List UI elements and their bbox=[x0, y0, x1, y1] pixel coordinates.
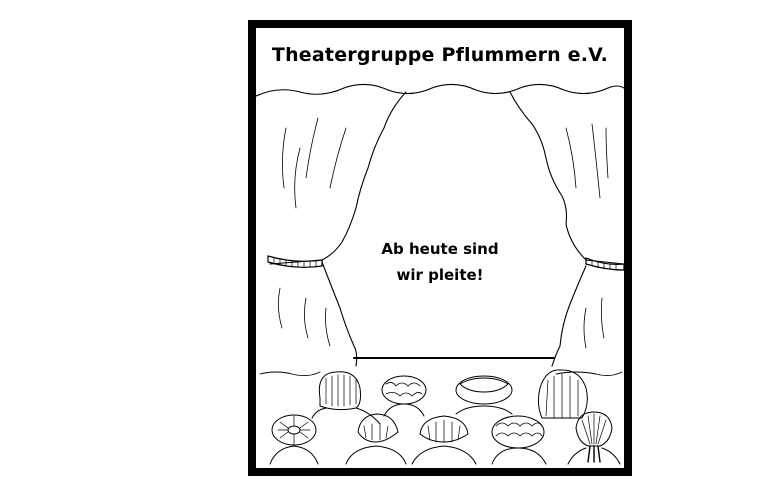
speech-text: Ab heute sind wir pleite! bbox=[356, 236, 524, 288]
speech-line-2: wir pleite! bbox=[396, 266, 484, 284]
audience-front-row bbox=[269, 411, 621, 465]
poster-title: Theatergruppe Pflummern e.V. bbox=[271, 44, 609, 66]
audience-back-row bbox=[311, 369, 588, 425]
curtain-valance bbox=[256, 83, 624, 97]
stage-illustration bbox=[256, 83, 624, 465]
right-curtain-tieback bbox=[585, 257, 624, 271]
right-curtain bbox=[509, 91, 624, 367]
left-curtain-tieback bbox=[267, 255, 323, 268]
speech-line-1: Ab heute sind bbox=[381, 240, 499, 258]
left-curtain bbox=[269, 91, 407, 367]
poster-frame: Theatergruppe Pflummern e.V. bbox=[248, 20, 632, 476]
